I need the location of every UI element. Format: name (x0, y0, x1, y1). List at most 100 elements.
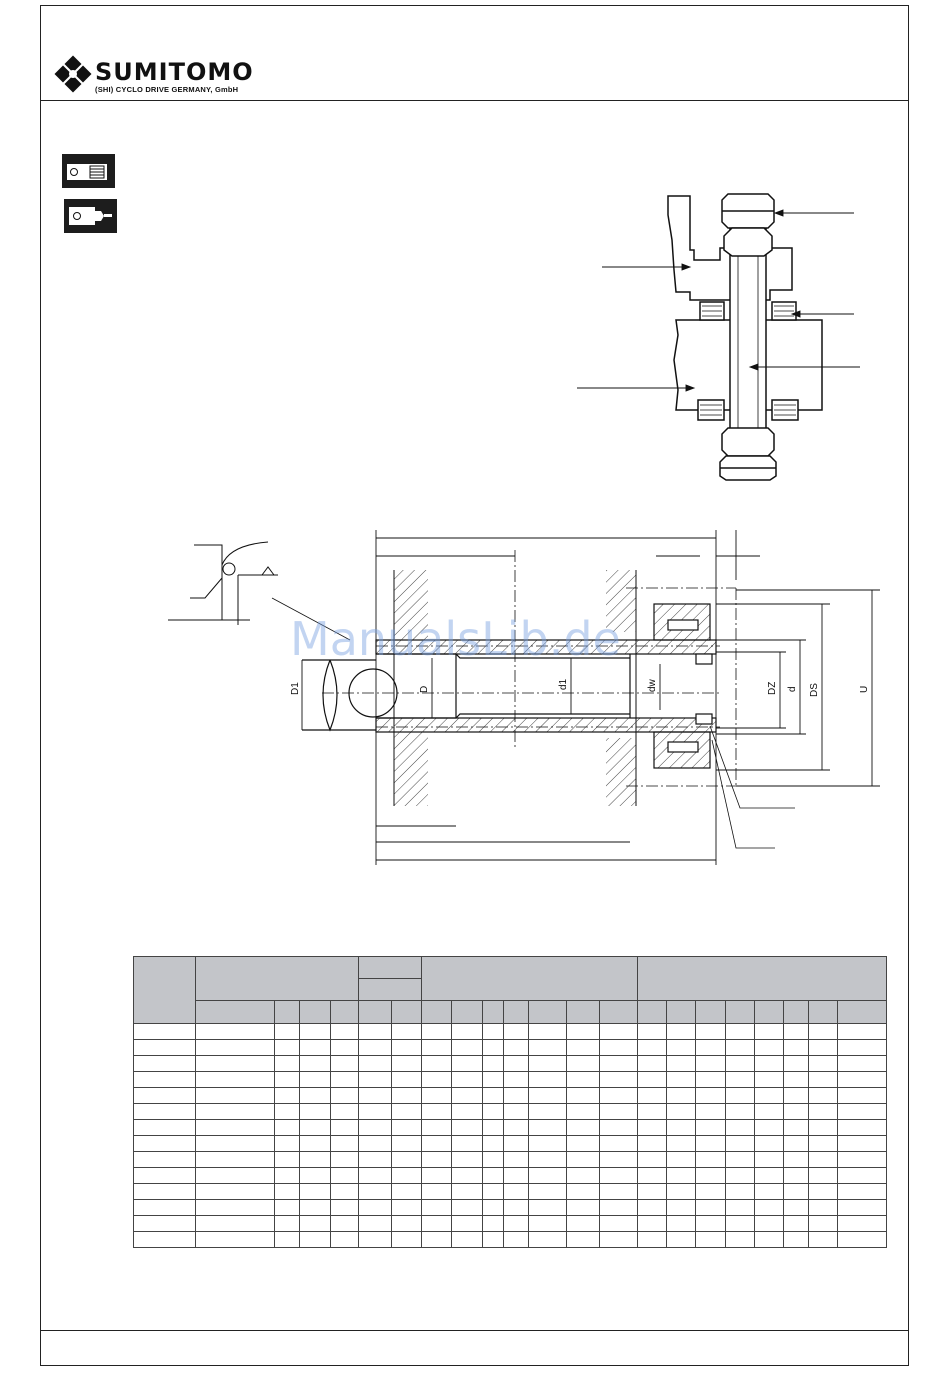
table-cell (329, 1151, 360, 1168)
header-divider (40, 100, 909, 101)
table-cell (420, 1231, 453, 1248)
table-cell (753, 1151, 785, 1168)
table-cell (636, 1071, 667, 1088)
table-cell (783, 1071, 810, 1088)
table-cell (598, 1183, 638, 1200)
table-cell (808, 1199, 838, 1216)
table-cell (420, 1055, 453, 1072)
table-cell (753, 1215, 785, 1232)
table-cell (390, 1055, 422, 1072)
table-cell (481, 1183, 504, 1200)
table-cell (598, 1055, 638, 1072)
table-cell (502, 1135, 529, 1152)
table-cell (598, 1231, 638, 1248)
table-cell (724, 1215, 755, 1232)
table-cell (133, 1087, 196, 1104)
table-cell (836, 1071, 888, 1088)
table-cell (390, 1071, 422, 1088)
table-row (133, 1183, 888, 1200)
table-cell (665, 1151, 697, 1168)
table-cell (420, 1167, 453, 1184)
table-cell (481, 1231, 504, 1248)
table-cell (527, 1119, 568, 1136)
table-cell (753, 1039, 785, 1056)
table-cell (133, 1231, 196, 1248)
table-cell (695, 1151, 726, 1168)
table-cell (566, 1071, 600, 1088)
table-cell (481, 1151, 504, 1168)
table-row (133, 1055, 888, 1072)
table-cell (566, 1119, 600, 1136)
table-cell (390, 1215, 422, 1232)
logo-mark-icon (54, 55, 92, 93)
table-row (133, 1071, 888, 1088)
table-cell (566, 1023, 600, 1040)
table-cell (358, 1231, 392, 1248)
table-cell (527, 1055, 568, 1072)
table-cell (420, 1087, 453, 1104)
table-cell (329, 1183, 360, 1200)
table-cell (836, 1087, 888, 1104)
table-cell (636, 1135, 667, 1152)
table-cell (724, 1087, 755, 1104)
table-cell (724, 1039, 755, 1056)
table-cell (753, 1055, 785, 1072)
table-cell (665, 1055, 697, 1072)
table-cell (451, 1103, 483, 1120)
table-cell (299, 1215, 331, 1232)
table-cell (783, 1183, 810, 1200)
table-cell (783, 1087, 810, 1104)
table-cell (724, 1071, 755, 1088)
table-cell (390, 1199, 422, 1216)
table-cell (598, 1199, 638, 1216)
table-cell (753, 1087, 785, 1104)
table-cell (481, 1071, 504, 1088)
table-row (133, 1151, 888, 1168)
table-cell (566, 1055, 600, 1072)
table-cell (274, 1167, 301, 1184)
table-cell (502, 1215, 529, 1232)
table-cell (274, 1151, 301, 1168)
table-cell (695, 1167, 726, 1184)
table-cell (194, 1135, 276, 1152)
table-cell (481, 1103, 504, 1120)
table-cell (451, 1151, 483, 1168)
table-cell (783, 1199, 810, 1216)
table-cell (527, 1135, 568, 1152)
table-cell (451, 1135, 483, 1152)
table-cell (808, 1183, 838, 1200)
table-cell (299, 1119, 331, 1136)
table-cell (502, 1167, 529, 1184)
table-cell (358, 1039, 392, 1056)
table-cell (836, 1103, 888, 1120)
table-cell (695, 1119, 726, 1136)
brand-name: SUMITOMO (95, 58, 254, 86)
table-cell (390, 1087, 422, 1104)
table-cell (527, 1183, 568, 1200)
table-row (133, 1167, 888, 1184)
table-cell (420, 1199, 453, 1216)
table-cell (808, 1231, 838, 1248)
table-cell (358, 1023, 392, 1040)
table-header-row (134, 1000, 888, 1024)
table-cell (753, 1135, 785, 1152)
table-cell (783, 1135, 810, 1152)
table-cell (502, 1071, 529, 1088)
table-cell (636, 1231, 667, 1248)
table-cell (724, 1151, 755, 1168)
table-cell (451, 1039, 483, 1056)
table-cell (724, 1231, 755, 1248)
table-cell (194, 1039, 276, 1056)
table-cell (636, 1183, 667, 1200)
table-cell (390, 1151, 422, 1168)
table-cell (194, 1055, 276, 1072)
table-row (133, 1103, 888, 1120)
table-cell (299, 1087, 331, 1104)
table-cell (598, 1215, 638, 1232)
table-cell (695, 1135, 726, 1152)
brand-subtitle: (SHI) CYCLO DRIVE GERMANY, GmbH (95, 85, 239, 94)
company-logo: SUMITOMO (SHI) CYCLO DRIVE GERMANY, GmbH (54, 55, 305, 98)
watermark: ManualsLib.de (290, 612, 621, 666)
table-cell (329, 1087, 360, 1104)
table-cell (329, 1039, 360, 1056)
